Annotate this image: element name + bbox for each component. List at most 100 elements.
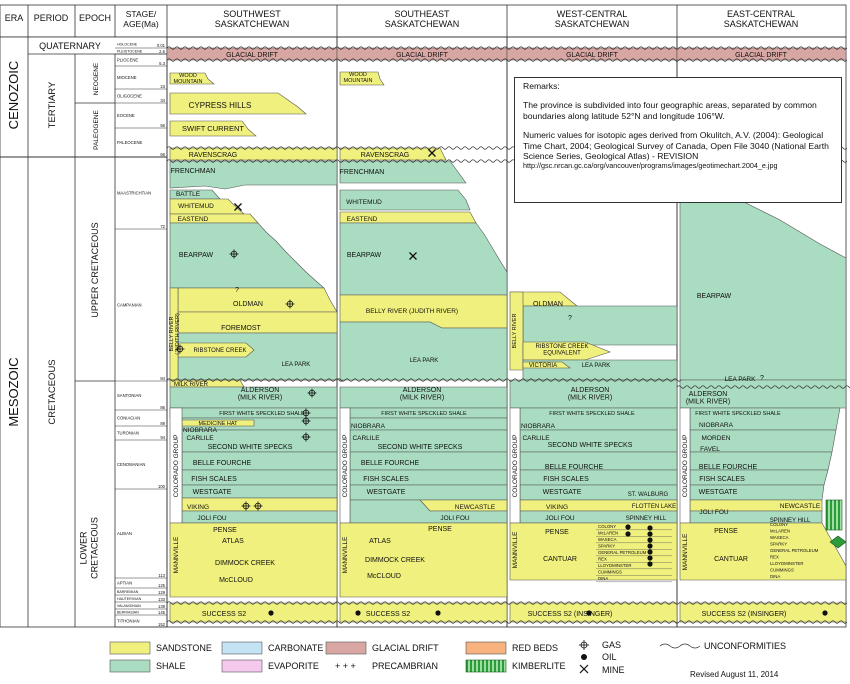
legend-gas: GAS: [602, 640, 621, 650]
formation-label: CARLILE: [522, 435, 550, 442]
remarks-paragraph-1: The province is subdivided into four geo…: [523, 100, 817, 121]
era-cenozoic: CENOZOIC: [6, 61, 21, 130]
stage-age: 84: [160, 376, 165, 381]
legend-glacial-drift: GLACIAL DRIFT: [372, 643, 439, 653]
cantuar-member: LLOYDMINSTER: [770, 561, 803, 566]
column-east-central: [676, 47, 847, 623]
formation-label: SUCCESS S2 (INSINGER): [702, 611, 787, 618]
formation-label: BELLE FOURCHE: [193, 460, 252, 467]
formation-label: OLDMAN: [533, 301, 563, 308]
formation-label: ALDERSON(MILK RIVER): [400, 387, 444, 402]
period-tertiary: TERTIARY: [47, 81, 58, 128]
cantuar-member: SPARKY: [598, 544, 615, 549]
formation-label-vertical: BELLY RIVER: [512, 313, 518, 348]
formation-label: PENSE: [714, 528, 738, 535]
formation-label: WESTGATE: [699, 489, 738, 496]
stage-name: ALBIAN: [117, 531, 132, 536]
formation-label: MORDEN: [702, 435, 731, 442]
mine-icon: [409, 252, 417, 260]
gas-icon: [229, 249, 239, 259]
remarks-box: Remarks: The province is subdivided into…: [514, 77, 842, 203]
formation-label: ATLAS: [369, 538, 391, 545]
formation-label: WESTGATE: [543, 489, 582, 496]
oil-icon: [268, 610, 274, 616]
stage-age: 113: [158, 573, 165, 578]
cantuar-member: SPARKY: [770, 542, 787, 547]
stage-name: MAASTRICHTIAN: [117, 191, 151, 196]
formation-label: ALDERSON(MILK RIVER): [568, 387, 612, 402]
stage-age: 56: [160, 123, 165, 128]
formation-label: NIOBRARA: [699, 422, 734, 429]
stage-name: BERRIASIAN: [117, 611, 139, 615]
column-west-central: [506, 47, 678, 623]
cantuar-member: GENERAL PETROLEUM: [598, 550, 647, 555]
legend-red-beds-swatch: [465, 641, 507, 655]
formation-label-vertical: MANNVILLE: [173, 536, 180, 574]
stage-name: MIOCENE: [117, 75, 137, 80]
legend-oil: OIL: [602, 652, 617, 662]
formation-label: MILK RIVER: [174, 382, 209, 388]
cantuar-member: DINA: [598, 576, 608, 581]
cantuar-member: McLAREN: [770, 529, 790, 534]
epoch-paleogene: PALEOGENE: [93, 110, 100, 150]
stage-age: 0.01: [157, 43, 166, 48]
remarks-title: Remarks:: [523, 81, 560, 91]
formation-label: VIKING: [546, 504, 568, 511]
stage-name: CENOMANIAN: [117, 462, 145, 467]
formation-label: NIOBRARA: [351, 423, 386, 430]
formation-label-vertical: COLORADO GROUP: [173, 435, 180, 498]
formation-label: FOREMOST: [221, 325, 261, 332]
stage-age: 5.3: [159, 61, 165, 66]
stage-name: EOCENE: [117, 113, 135, 118]
gas-icon: [307, 388, 317, 398]
formation-label: LEA PARK: [725, 376, 757, 383]
formation-label: JOLI FOU: [197, 515, 227, 522]
formation-label: FIRST WHITE SPECKLED SHALE: [219, 411, 305, 417]
legend-kimberlite-swatch: [465, 659, 507, 673]
formation-label: BEARPAW: [179, 252, 214, 259]
formation-label: ALDERSON(MILK RIVER): [686, 391, 730, 406]
legend: SANDSTONE SHALE CARBONATE EVAPORITE GLAC…: [109, 640, 786, 675]
legend-evaporite: EVAPORITE: [268, 661, 319, 671]
stage-age: 34: [160, 98, 165, 103]
stage-age: 152: [158, 622, 166, 627]
formation-label: NEWCASTLE: [455, 504, 496, 511]
formation-label: SUCCESS S2: [366, 611, 410, 618]
formation-label: LEA PARK: [282, 362, 311, 368]
gas-icon: [285, 299, 295, 309]
cantuar-member: REX: [598, 557, 607, 562]
legend-mine: MINE: [602, 665, 625, 675]
formation-label: GLACIAL DRIFT: [566, 52, 619, 59]
legend-unconformities: UNCONFORMITIES: [704, 641, 786, 651]
formation-label: VICTORIA: [529, 363, 557, 369]
legend-sandstone: SANDSTONE: [156, 643, 212, 653]
cantuar-member: COLONY: [770, 522, 788, 527]
oil-icon: [625, 524, 631, 530]
legend-shale: SHALE: [156, 661, 186, 671]
formation-label: ?: [760, 375, 764, 382]
column-southwest: [166, 47, 338, 623]
formation-label-vertical: MANNVILLE: [682, 533, 689, 571]
formation-label: GLACIAL DRIFT: [226, 52, 279, 59]
formation-label: SECOND WHITE SPECKS: [378, 444, 463, 451]
stage-age: 100: [158, 484, 166, 489]
formation-label: NIOBRARA: [521, 423, 556, 430]
cantuar-member: COLONY: [598, 524, 616, 529]
period-quaternary: QUATERNARY: [39, 41, 101, 51]
mine-icon: [579, 664, 589, 674]
formation-label: McCLOUD: [219, 577, 253, 584]
legend-carbonate: CARBONATE: [268, 643, 323, 653]
cantuar-member: CUMMINGS: [598, 570, 622, 575]
legend-kimberlite: KIMBERLITE: [512, 661, 566, 671]
formation-label-vertical: COLORADO GROUP: [512, 435, 519, 498]
remarks-url: http://gsc.nrcan.gc.ca/org/vancouver/pro…: [523, 161, 778, 171]
epoch-lower-cretaceous: LOWERCRETACEOUS: [79, 517, 100, 579]
formation-label: FISH SCALES: [699, 476, 745, 483]
stage-age: 72: [160, 224, 165, 229]
formation-label: FAVEL: [700, 446, 720, 453]
